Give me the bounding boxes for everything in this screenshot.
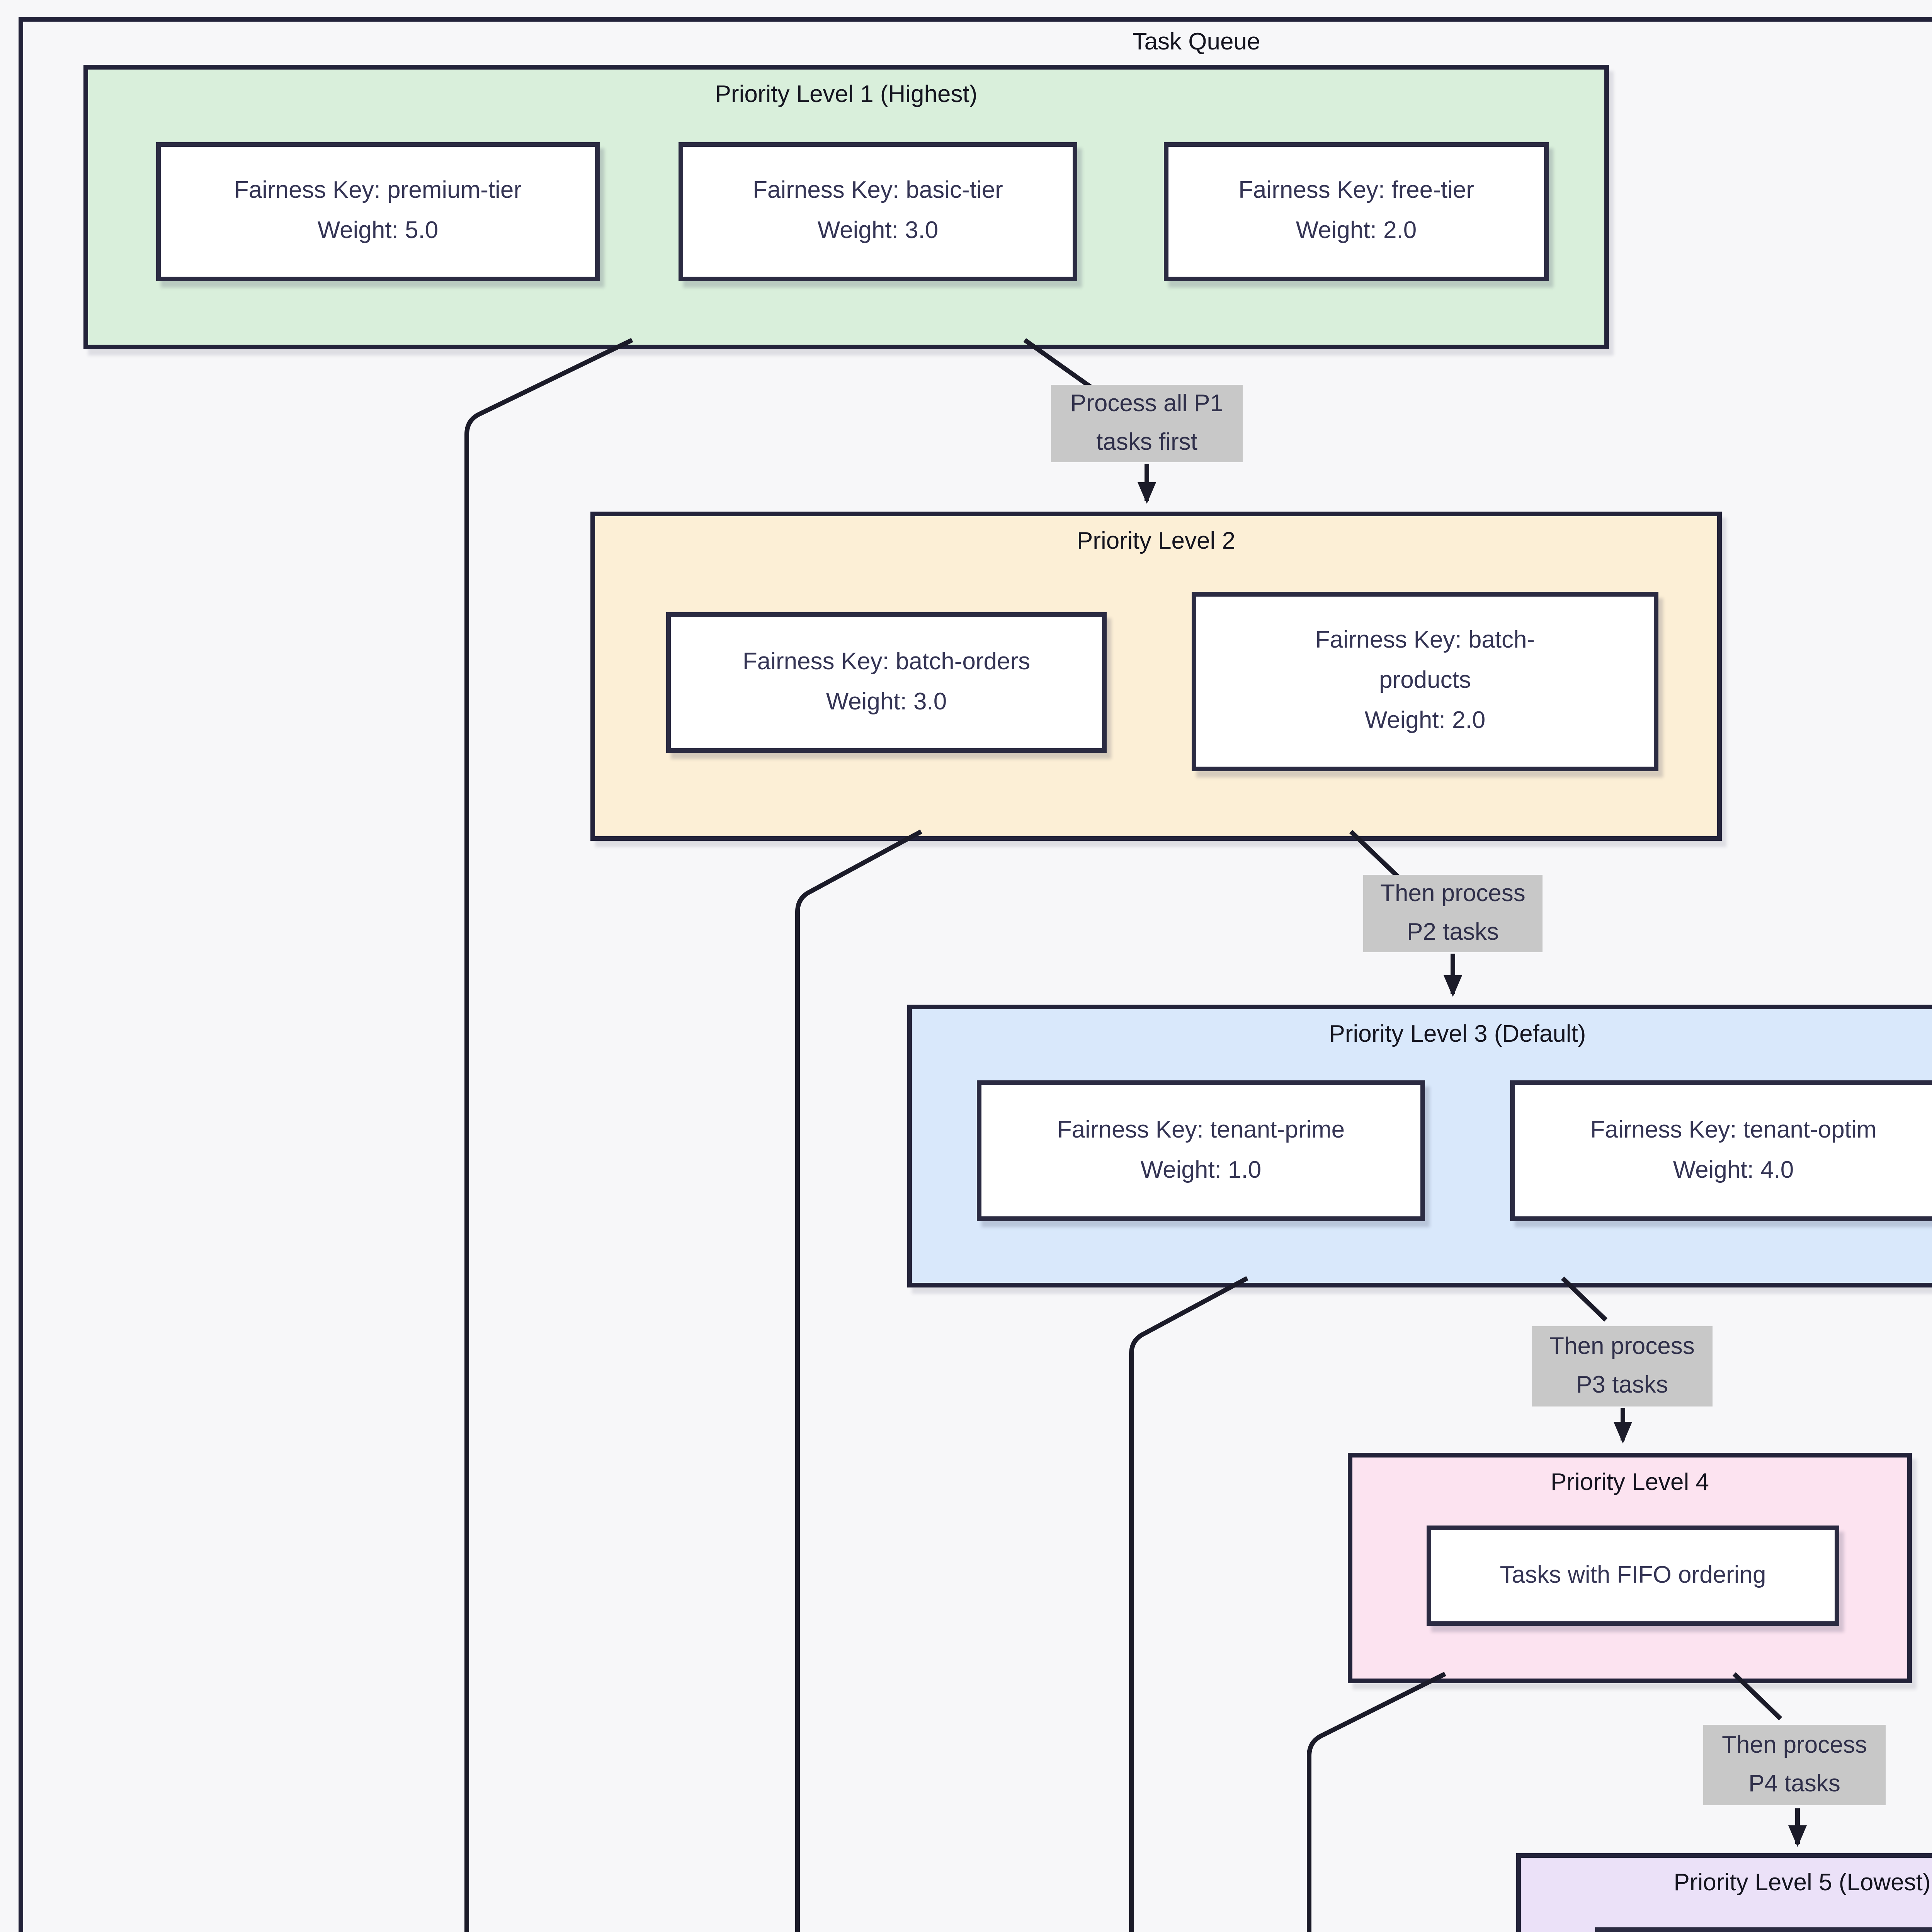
edge-p3-to-label (1561, 1276, 1608, 1322)
node-p5-fifo: Tasks with FIFO ordering (1595, 1927, 1932, 1932)
edge-p4-to-label (1732, 1672, 1782, 1721)
edge-p2-to-workers (795, 829, 922, 1932)
cluster-priority-3-title: Priority Level 3 (Default) (1329, 1022, 1586, 1048)
cluster-priority-5: Priority Level 5 (Lowest) Tasks with FIF… (1516, 1853, 1932, 1932)
node-batch-products: Fairness Key: batch- products Weight: 2.… (1192, 592, 1658, 771)
edge-label-line: tasks first (1096, 430, 1197, 456)
node-text-line: Fairness Key: basic-tier (753, 178, 1003, 204)
node-text-line: Weight: 2.0 (1296, 218, 1417, 244)
node-p4-fifo: Tasks with FIFO ordering (1427, 1526, 1839, 1626)
node-tenant-optim: Fairness Key: tenant-optim Weight: 4.0 (1510, 1080, 1932, 1221)
edge-label-p3-p4: Then process P3 tasks (1532, 1326, 1713, 1406)
edge-p3-to-workers (1129, 1276, 1248, 1932)
node-text-line: Fairness Key: premium-tier (234, 178, 522, 204)
node-text-line: Fairness Key: free-tier (1238, 178, 1474, 204)
edge-label-p4-p5: Then process P4 tasks (1703, 1725, 1886, 1805)
node-text-line: Fairness Key: batch-orders (742, 648, 1031, 675)
node-tenant-prime: Fairness Key: tenant-prime Weight: 1.0 (977, 1080, 1425, 1221)
node-text-line: Tasks with FIFO ordering (1500, 1562, 1766, 1588)
node-text-line: Weight: 4.0 (1673, 1157, 1794, 1183)
task-queue-title: Task Queue (1132, 29, 1260, 56)
edge-label-line: Process all P1 (1070, 391, 1224, 417)
cluster-priority-4: Priority Level 4 Tasks with FIFO orderin… (1348, 1453, 1912, 1683)
cluster-priority-2-title: Priority Level 2 (1077, 529, 1235, 555)
node-text-line: Weight: 2.0 (1364, 708, 1486, 734)
edge-label-line: Then process (1549, 1334, 1695, 1360)
node-text-line: Fairness Key: batch- (1315, 628, 1535, 654)
node-basic-tier: Fairness Key: basic-tier Weight: 3.0 (679, 142, 1077, 281)
cluster-priority-4-title: Priority Level 4 (1550, 1470, 1709, 1496)
cluster-priority-1-title: Priority Level 1 (Highest) (715, 82, 978, 108)
node-text-line: Fairness Key: tenant-prime (1057, 1117, 1345, 1143)
edge-label-line: P4 tasks (1748, 1771, 1840, 1798)
node-text-line: Weight: 5.0 (317, 218, 439, 244)
edge-label-line: Then process (1380, 881, 1526, 907)
node-text-line: products (1379, 668, 1471, 694)
node-text-line: Fairness Key: tenant-optim (1590, 1117, 1877, 1143)
node-batch-orders: Fairness Key: batch-orders Weight: 3.0 (666, 612, 1107, 753)
edge-label-line: P3 tasks (1576, 1372, 1668, 1399)
edge-label-p2-p3: Then process P2 tasks (1363, 875, 1543, 952)
node-text-line: Weight: 3.0 (817, 218, 939, 244)
edge-label-line: Then process (1722, 1733, 1867, 1759)
edge-label-line: P2 tasks (1407, 920, 1499, 946)
node-free-tier: Fairness Key: free-tier Weight: 2.0 (1164, 142, 1549, 281)
edge-p4-to-workers (1307, 1672, 1446, 1932)
cluster-priority-2: Priority Level 2 Fairness Key: batch-ord… (590, 512, 1722, 841)
edge-label-p1-p2: Process all P1 tasks first (1051, 385, 1243, 462)
node-text-line: Weight: 3.0 (826, 689, 947, 715)
node-premium-tier: Fairness Key: premium-tier Weight: 5.0 (156, 142, 600, 281)
cluster-priority-3: Priority Level 3 (Default) Fairness Key:… (907, 1005, 1932, 1287)
node-text-line: Weight: 1.0 (1140, 1157, 1262, 1183)
cluster-priority-1: Priority Level 1 (Highest) Fairness Key:… (83, 65, 1609, 349)
edge-p1-to-workers (464, 338, 633, 1932)
edge-p1-to-label (1023, 338, 1096, 391)
cluster-priority-5-title: Priority Level 5 (Lowest) (1673, 1870, 1931, 1896)
